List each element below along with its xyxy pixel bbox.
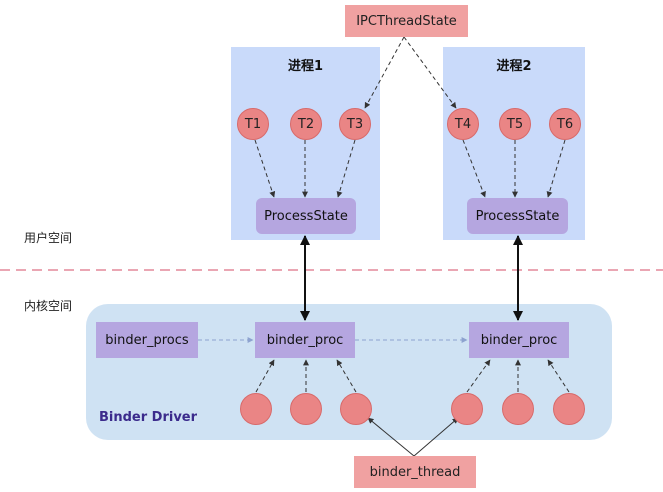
binder-thread-circle (502, 393, 534, 425)
edge-ipc-t4 (403, 36, 457, 109)
binder-driver-label: Binder Driver (99, 410, 198, 425)
binder-thread-circle (290, 393, 322, 425)
binder-proc-2-box: binder_proc (469, 322, 569, 358)
ipc-thread-state-box: IPCThreadState (345, 5, 468, 37)
edge-t4-ps2 (462, 139, 486, 198)
binder-thread-circle (240, 393, 272, 425)
edge-t3-ps1 (336, 139, 356, 198)
binder-thread-circle (451, 393, 483, 425)
thread-t5: T5 (499, 108, 531, 140)
edge-bt4-bp2 (466, 359, 491, 393)
thread-t2: T2 (290, 108, 322, 140)
edge-bt6-bp2 (547, 359, 570, 393)
thread-t1: T1 (237, 108, 269, 140)
edge-bt3-bp1 (336, 359, 357, 393)
thread-t6: T6 (549, 108, 581, 140)
edge-ipc-t3 (364, 36, 405, 109)
process-1-title: 进程1 (287, 59, 324, 74)
kernel-space-label: 内核空间 (24, 299, 73, 313)
binder-proc-1-box: binder_proc (255, 322, 355, 358)
process-2-title: 进程2 (496, 59, 532, 74)
binder-thread-box: binder_thread (354, 456, 476, 488)
edge-label-bt4 (413, 417, 459, 457)
user-space-label: 用户空间 (24, 231, 73, 245)
binder-procs-box: binder_procs (96, 322, 198, 358)
thread-t4: T4 (447, 108, 479, 140)
binder-thread-circle (340, 393, 372, 425)
edge-t1-ps1 (254, 139, 276, 198)
edge-bt1-bp1 (255, 359, 275, 393)
binder-thread-circle (553, 393, 585, 425)
thread-t3: T3 (339, 108, 371, 140)
process-2-state: ProcessState (467, 198, 568, 234)
process-1-state: ProcessState (256, 198, 356, 234)
edge-label-bt3 (367, 417, 415, 457)
edge-t6-ps2 (546, 139, 566, 198)
